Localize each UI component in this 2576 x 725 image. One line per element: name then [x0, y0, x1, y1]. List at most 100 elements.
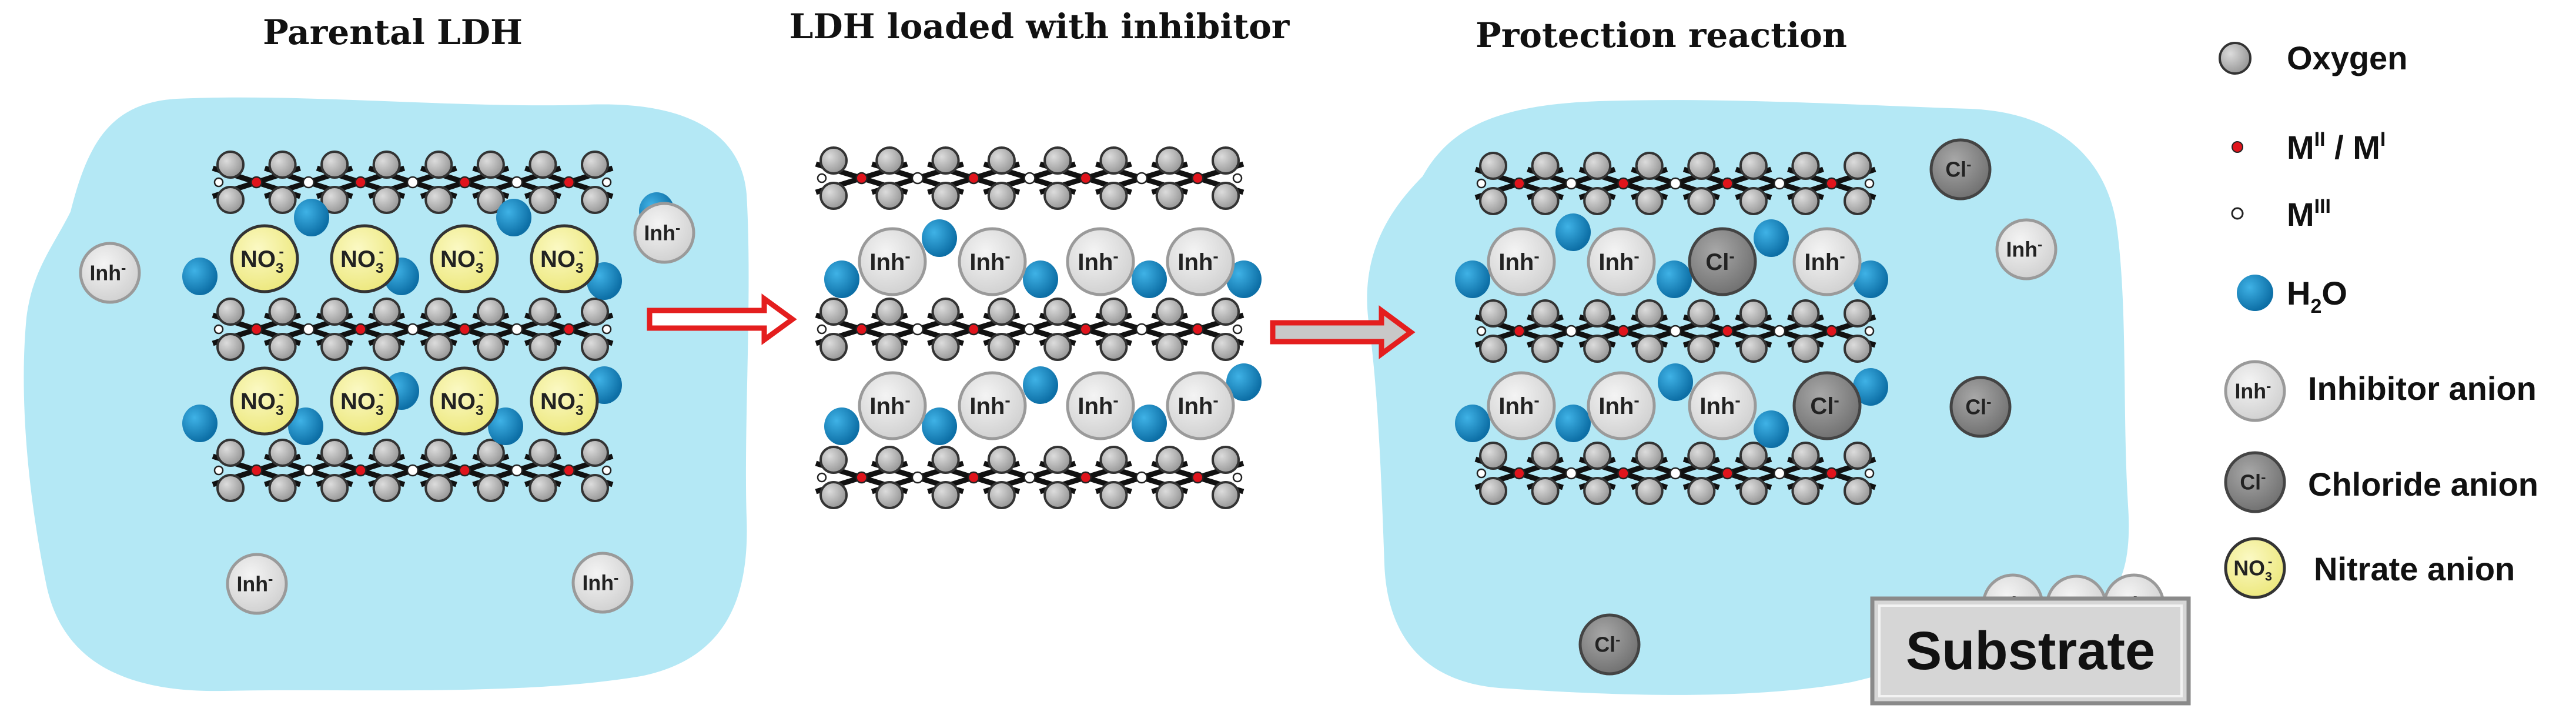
oxygen-atom	[1479, 335, 1507, 363]
inhibitor-sphere	[1487, 371, 1556, 440]
nitrate-anion: NO3-	[530, 366, 599, 436]
inhibitor-anion: Inh-	[226, 553, 288, 615]
oxygen-atom	[320, 186, 349, 214]
water-molecule	[288, 407, 323, 445]
metal-trivalent-site	[1773, 467, 1786, 480]
metal-trivalent-site	[911, 323, 924, 336]
metal-divalent-site	[1825, 467, 1838, 480]
oxygen-atom	[1635, 187, 1664, 215]
chloride-sphere	[1578, 613, 1641, 676]
chloride-label: Cl-	[1810, 391, 1839, 419]
gray-sphere-icon	[2219, 42, 2252, 75]
nitrate-label: NO3-	[340, 242, 384, 276]
metal-divalent-site	[354, 176, 367, 189]
substrate-label: Substrate	[1906, 621, 2155, 681]
oxygen-atom	[1043, 481, 1072, 509]
metal-trivalent-site	[213, 324, 224, 335]
legend-oxygen-label: Oxygen	[2287, 39, 2407, 76]
oxygen-atom	[581, 298, 609, 326]
oxygen-atom	[1844, 477, 1872, 505]
inhibitor-anion: Inh-	[1587, 227, 1656, 296]
legend-inhibitor-label: Inhibitor anion	[2308, 370, 2537, 407]
water-molecule	[1853, 260, 1888, 298]
metal-divalent-site	[1825, 177, 1838, 190]
oxygen-atom	[931, 298, 960, 326]
metal-trivalent-site	[601, 324, 612, 335]
oxygen-atom	[1479, 187, 1507, 215]
nitrate-sphere	[430, 366, 499, 436]
metal-trivalent-site	[1023, 172, 1036, 185]
blue-sphere-icon	[2237, 275, 2273, 311]
oxygen-atom	[1791, 187, 1820, 215]
oxygen-atom	[424, 151, 453, 179]
oxygen-atom	[987, 333, 1016, 361]
inhibitor-anion: Inh-	[1688, 371, 1757, 440]
water-molecule	[1455, 405, 1490, 442]
oxygen-atom	[931, 481, 960, 509]
inhibitor-anion-icon: Inh-	[2224, 360, 2286, 422]
oxygen-atom	[1844, 442, 1872, 470]
metal-trivalent-site	[1864, 178, 1875, 189]
metal-divalent-site	[967, 323, 980, 336]
chloride-anion-icon: Cl-	[2224, 451, 2286, 513]
oxygen-atom	[372, 333, 401, 361]
legend-metal-trivalent: MIII	[2231, 195, 2331, 233]
inhibitor-sphere	[858, 371, 927, 440]
inhibitor-label: Inh-	[236, 571, 273, 596]
metal-divalent-site	[855, 323, 868, 336]
metal-trivalent-site	[510, 464, 523, 477]
oxygen-atom	[819, 146, 848, 175]
inhibitor-anion: Inh-	[1166, 227, 1235, 296]
nitrate-anion: NO3-	[330, 366, 399, 436]
inhibitor-anion: Inh-	[1487, 371, 1556, 440]
oxygen-atom	[819, 182, 848, 210]
ldh-layers	[212, 146, 1876, 509]
legend-oxygen: Oxygen	[2219, 39, 2407, 76]
inhibitor-label: Inh-	[969, 247, 1010, 275]
water-molecules	[182, 192, 1888, 448]
oxygen-atom	[1635, 477, 1664, 505]
inhibitor-sphere	[858, 227, 927, 296]
oxygen-atom	[320, 151, 349, 179]
oxygen-atom	[476, 333, 505, 361]
metal-trivalent-site	[406, 323, 419, 336]
layer-panel2-bottom	[815, 446, 1244, 509]
arrow-1	[647, 293, 797, 345]
oxygen-atom	[268, 151, 297, 179]
oxygen-atom	[581, 186, 609, 214]
oxygen-atom	[1739, 442, 1768, 470]
metal-trivalent-site	[1232, 472, 1243, 483]
oxygen-atom	[1583, 477, 1612, 505]
chloride-anion: Cl-	[2224, 451, 2286, 513]
metal-divalent-site	[1079, 172, 1092, 185]
oxygen-atom	[372, 151, 401, 179]
oxygen-atom	[1155, 333, 1184, 361]
oxygen-atom	[372, 186, 401, 214]
inhibitor-sphere	[1587, 227, 1656, 296]
oxygen-atom	[372, 474, 401, 502]
oxygen-atom	[476, 151, 505, 179]
oxygen-atom	[216, 186, 245, 214]
oxygen-atom	[1212, 446, 1240, 474]
inhibitor-sphere	[958, 227, 1027, 296]
metal-trivalent-site	[817, 173, 827, 183]
oxygen-atom	[1479, 442, 1507, 470]
metal-trivalent-site	[1669, 467, 1682, 480]
nitrate-label: NO3-	[540, 385, 584, 419]
oxygen-atom	[875, 446, 904, 474]
legend-m2-base: M	[2287, 129, 2314, 166]
inhibitor-label: Inh-	[1598, 247, 1639, 275]
oxygen-atom	[1844, 187, 1872, 215]
oxygen-atom	[1212, 182, 1240, 210]
nitrate-sphere	[430, 224, 499, 293]
nitrate-anion: NO3-	[2224, 537, 2286, 599]
legend: Oxygen MII / MI MIII H2O Inh- Inhibitor …	[2219, 39, 2538, 599]
inhibitor-anion: Inh-	[1066, 371, 1135, 440]
right-arrow-icon	[647, 293, 797, 345]
oxygen-atom	[987, 298, 1016, 326]
water-molecule	[1555, 213, 1591, 251]
metal-divalent-site	[967, 172, 980, 185]
inhibitor-sphere	[1166, 371, 1235, 440]
metal-trivalent-site	[213, 177, 224, 188]
water-molecule	[1023, 260, 1058, 298]
